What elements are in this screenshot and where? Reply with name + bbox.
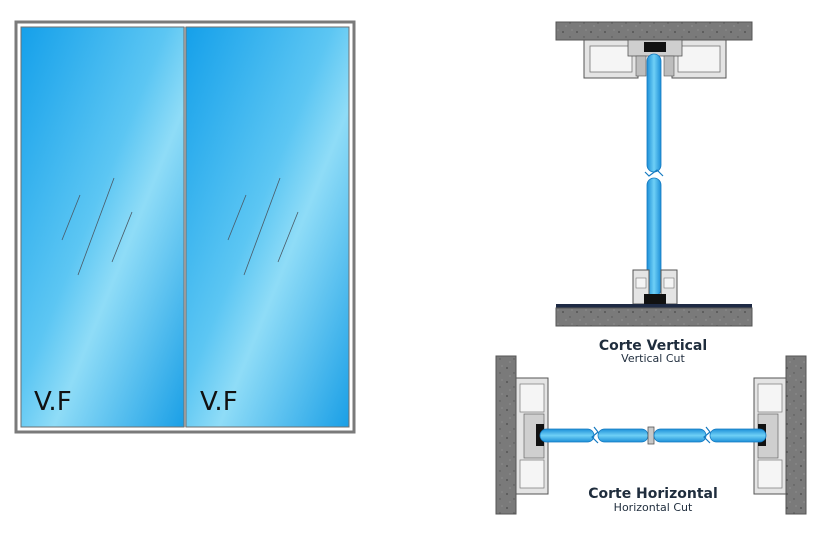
left-profile	[515, 377, 549, 495]
glass-panel-right	[185, 26, 350, 428]
horizontal-section-subtitle: Horizontal Cut	[614, 501, 693, 514]
ceiling-slab	[555, 21, 753, 41]
glass-panel-left	[20, 26, 185, 428]
top-profile	[583, 39, 727, 79]
vertical-section-subtitle: Vertical Cut	[621, 352, 685, 365]
horizontal-section-title: Corte Horizontal	[588, 486, 718, 502]
glass-joint-connector	[647, 426, 655, 445]
glass-reflection-marks-left	[61, 177, 133, 276]
vertical-section-title: Corte Vertical	[599, 338, 707, 354]
window-elevation: V.F V.F	[14, 20, 356, 434]
horizontal-break-mark-left	[591, 426, 599, 444]
floor-finish	[556, 304, 752, 308]
horizontal-glass-right-a	[653, 428, 707, 443]
right-wall	[785, 355, 807, 515]
floor-slab	[555, 307, 753, 327]
panel-right-label: V.F	[200, 387, 238, 417]
vertical-break-mark	[644, 169, 664, 177]
glass-reflection-marks-right	[227, 177, 299, 276]
left-wall	[495, 355, 517, 515]
horizontal-glass-right-b	[709, 428, 767, 443]
bottom-profile	[632, 269, 678, 305]
vertical-glass-upper	[646, 53, 662, 173]
horizontal-break-mark-right	[703, 426, 711, 444]
vertical-section-drawing: Corte Vertical Vertical Cut	[555, 21, 753, 365]
horizontal-section-drawing: Corte Horizontal Horizontal Cut	[495, 355, 807, 515]
horizontal-glass-left-a	[539, 428, 595, 443]
panel-left-label: V.F	[34, 387, 72, 417]
horizontal-glass-left-b	[597, 428, 649, 443]
